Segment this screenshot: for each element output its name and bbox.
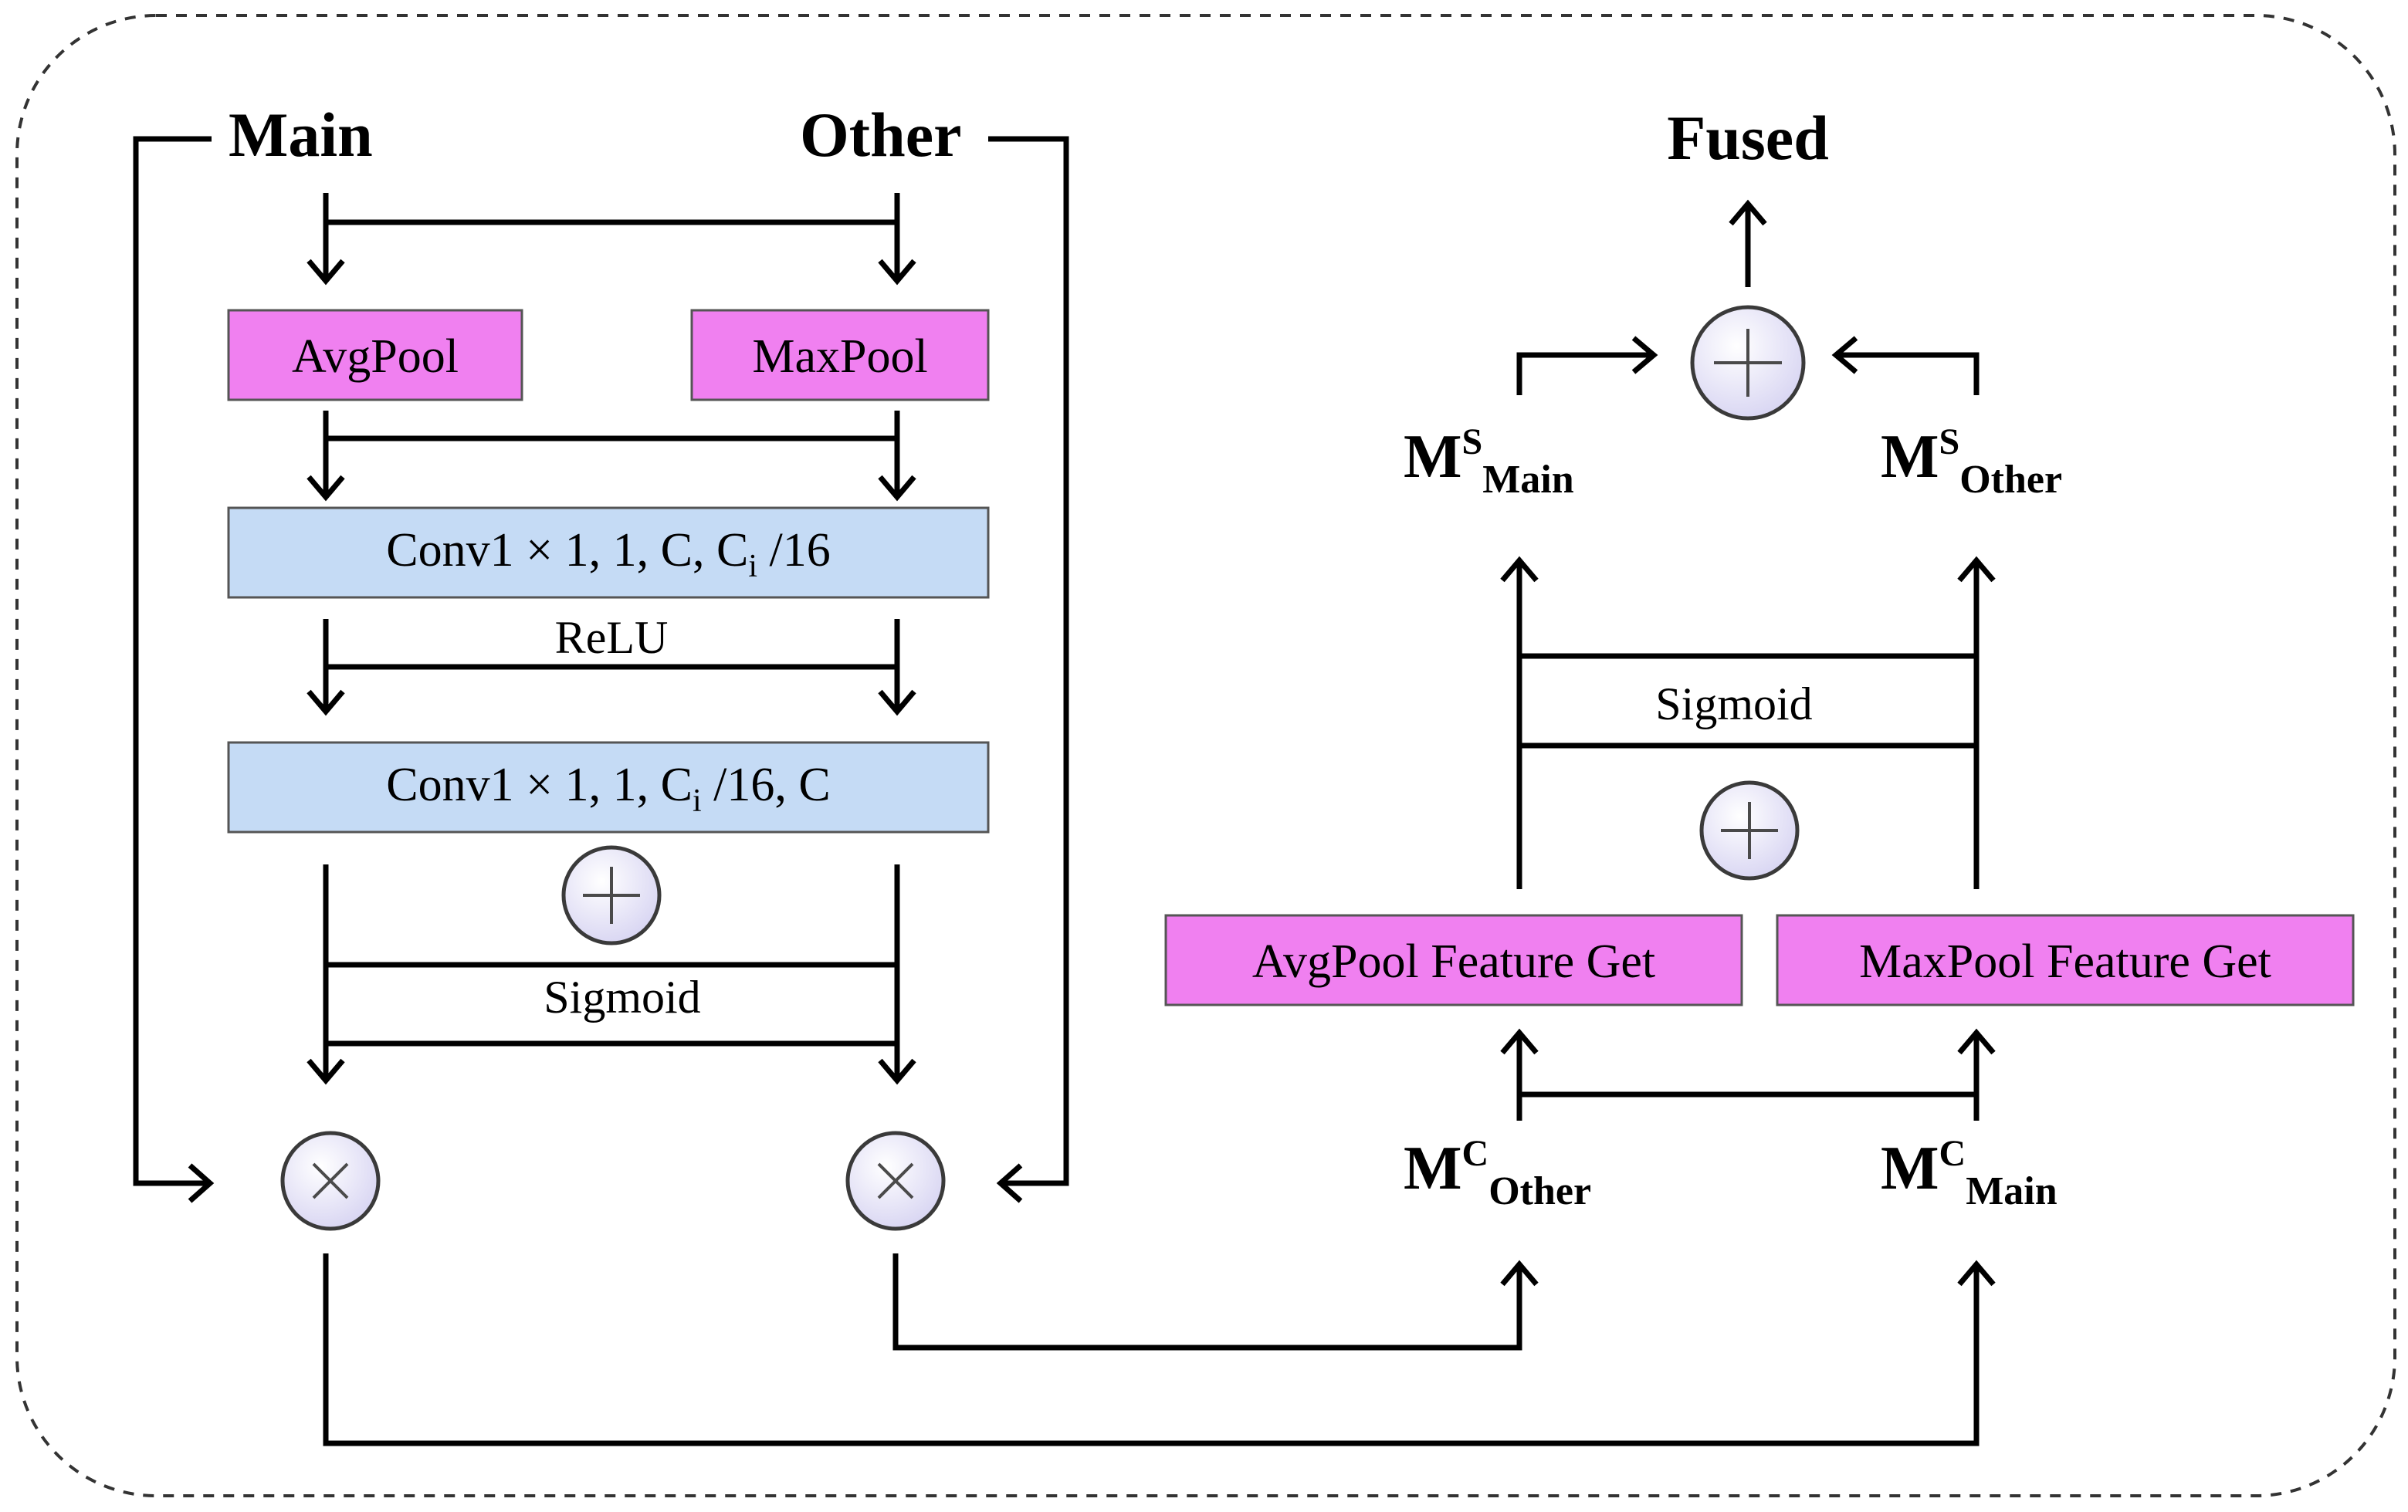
conv1-label: Conv1 × 1, 1, C, Ci /16 bbox=[386, 524, 830, 584]
mc-other-arrowhead bbox=[1500, 1260, 1539, 1287]
maxpool-feature-label: MaxPool Feature Get bbox=[1859, 935, 2271, 988]
ms-other-arrowhead bbox=[1957, 556, 1996, 583]
other-input-label: Other bbox=[800, 100, 961, 170]
mc-main-arrowhead bbox=[1957, 1260, 1996, 1287]
sigmoid-arrowhead-right bbox=[878, 1058, 916, 1085]
plus-icon bbox=[1721, 802, 1778, 859]
ms-main-arrowhead bbox=[1500, 556, 1539, 583]
plus-icon bbox=[583, 867, 640, 924]
main-input-label: Main bbox=[229, 100, 373, 170]
fuse-arrowhead-left bbox=[1631, 336, 1658, 374]
fused-arrowhead bbox=[1729, 199, 1767, 226]
avgpool-label: AvgPool bbox=[292, 330, 459, 383]
spatial-sigmoid-label: Sigmoid bbox=[1655, 678, 1812, 729]
other-output-line bbox=[892, 1253, 1522, 1351]
maxpool-feature-box bbox=[1776, 914, 2355, 1006]
pool-arrowhead-right bbox=[878, 475, 916, 502]
maxpool-box bbox=[690, 309, 990, 401]
avgpool-feature-box bbox=[1164, 914, 1743, 1006]
pool-arrowhead-left bbox=[307, 475, 345, 502]
main-bypass-line bbox=[133, 136, 212, 1186]
main-output-line bbox=[323, 1253, 1980, 1446]
ms-other-to-fuse-line bbox=[1837, 352, 1980, 395]
outer-frame bbox=[15, 14, 2396, 1497]
fused-output-label: Fused bbox=[1667, 103, 1829, 173]
input-arrowhead-right bbox=[878, 259, 916, 286]
multiply-icon bbox=[877, 1162, 914, 1199]
avgpool-box bbox=[227, 309, 523, 401]
plus-icon bbox=[1714, 329, 1782, 397]
relu-arrowhead-left bbox=[307, 689, 345, 716]
avgpool-feature-label: AvgPool Feature Get bbox=[1252, 935, 1655, 988]
mc-main-label: MCMain bbox=[1881, 1133, 2057, 1213]
main-bypass-arrowhead bbox=[188, 1163, 215, 1203]
mc-other-label: MCOther bbox=[1404, 1133, 1591, 1213]
relu-arrowhead-right bbox=[878, 689, 916, 716]
conv1-box bbox=[227, 506, 990, 599]
relu-label: ReLU bbox=[555, 612, 669, 663]
input-arrowhead-left bbox=[307, 259, 345, 286]
feature-arrowhead-left bbox=[1500, 1028, 1539, 1055]
multiply-icon bbox=[312, 1162, 349, 1199]
other-bypass-arrowhead bbox=[996, 1163, 1023, 1203]
conv2-label: Conv1 × 1, 1, Ci /16, C bbox=[386, 759, 830, 819]
channel-sigmoid-label: Sigmoid bbox=[544, 972, 700, 1023]
ms-other-label: MSOther bbox=[1881, 421, 2062, 502]
ms-main-to-fuse-line bbox=[1516, 352, 1652, 395]
maxpool-label: MaxPool bbox=[752, 330, 927, 383]
feature-arrowhead-right bbox=[1957, 1028, 1996, 1055]
ms-main-label: MSMain bbox=[1404, 421, 1574, 502]
fuse-arrowhead-right bbox=[1831, 336, 1858, 374]
conv2-box bbox=[227, 741, 990, 834]
other-bypass-line bbox=[988, 136, 1069, 1186]
sigmoid-arrowhead-left bbox=[307, 1058, 345, 1085]
